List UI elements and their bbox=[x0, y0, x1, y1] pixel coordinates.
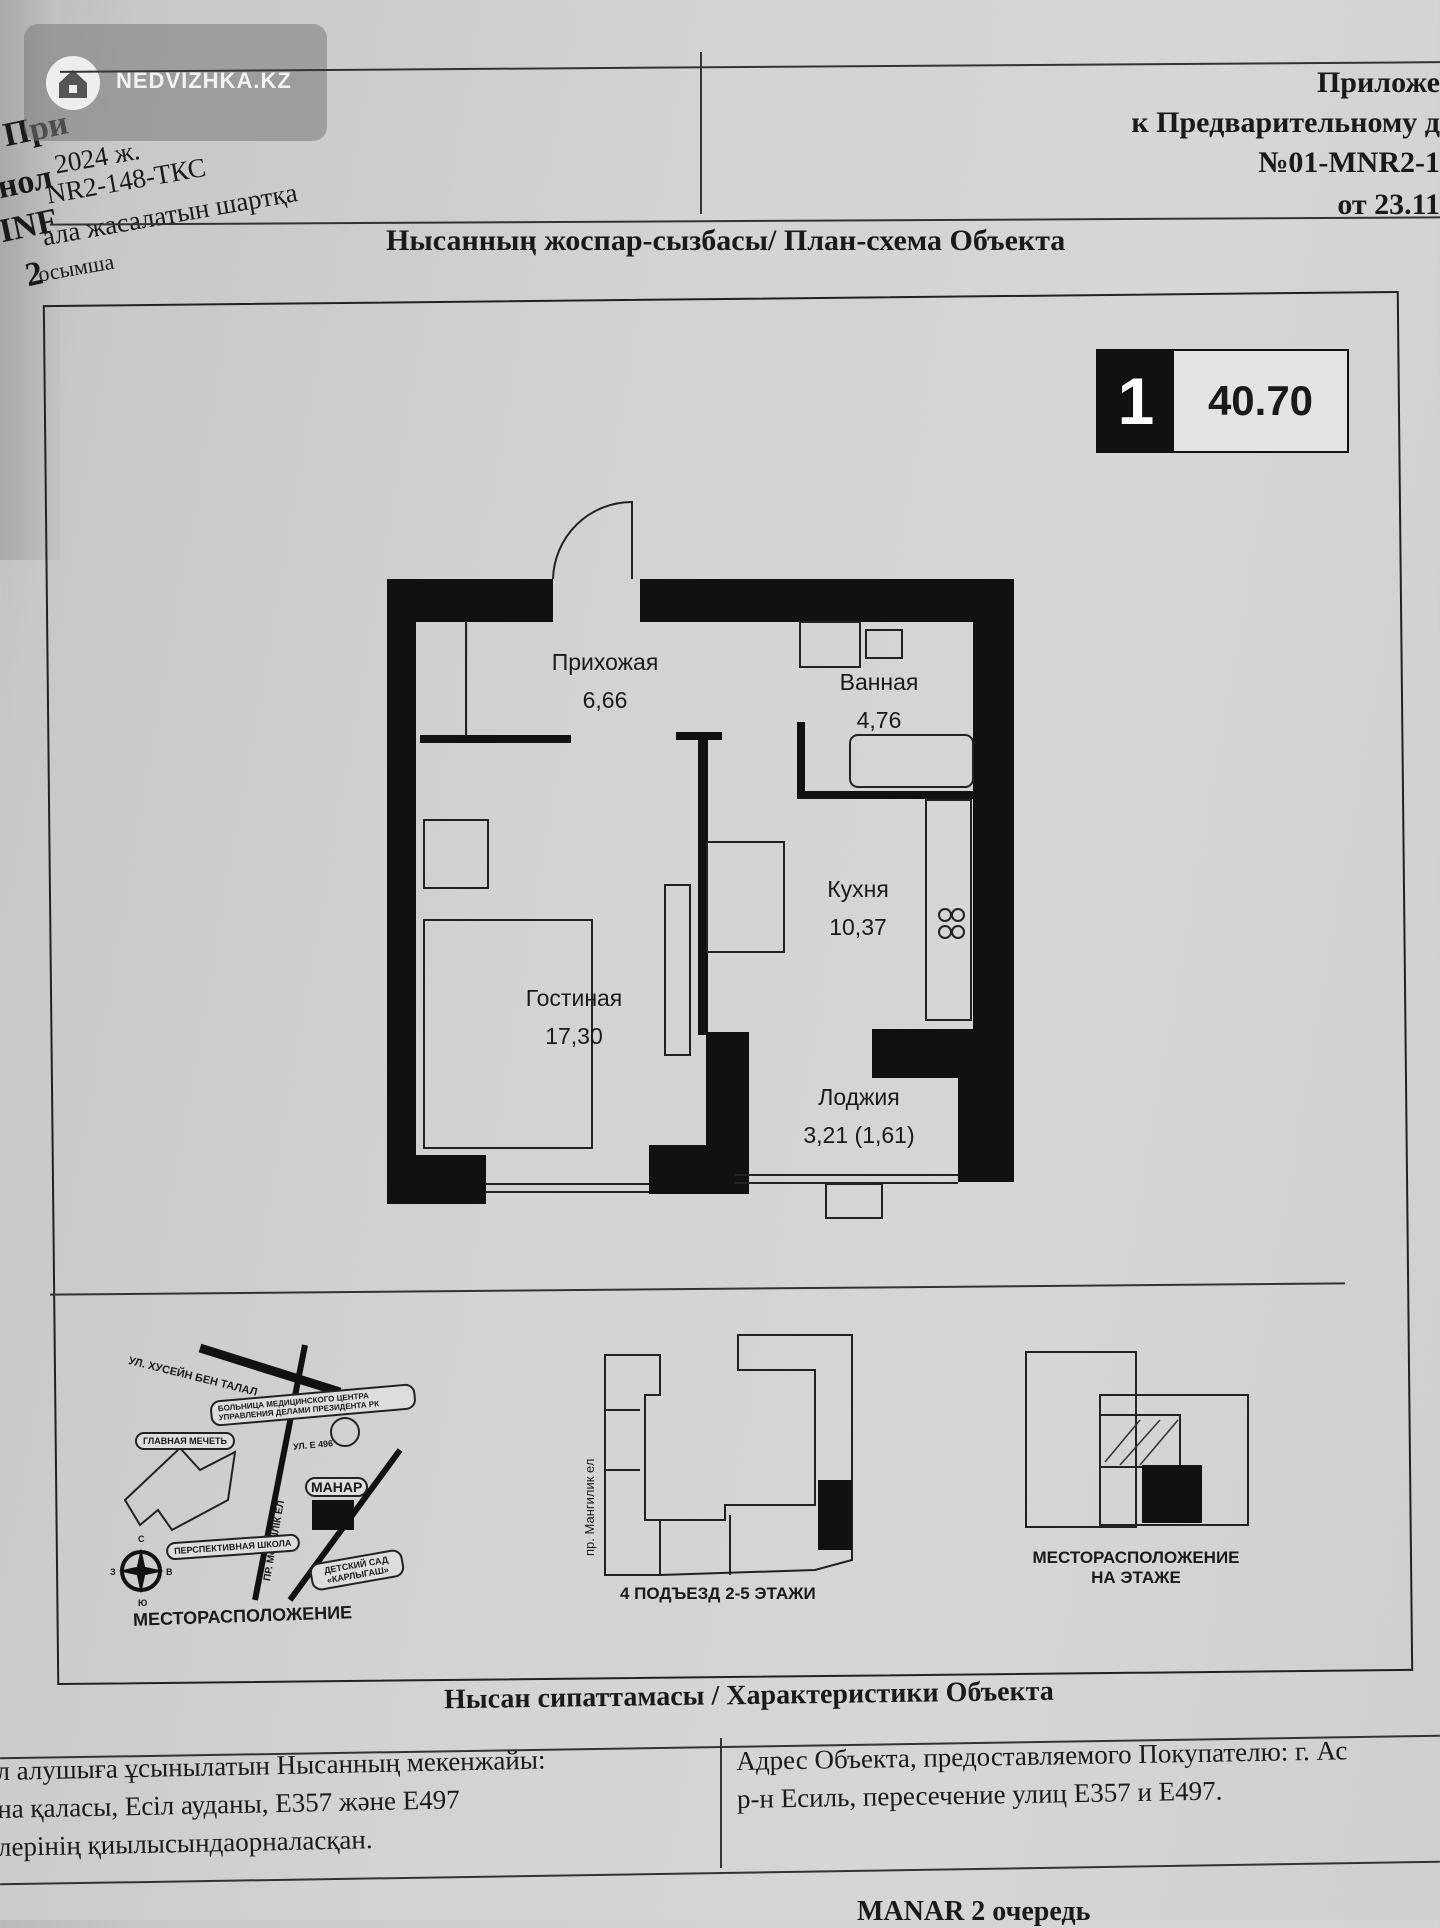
residential-complex-name: MANAR 2 очередь bbox=[857, 1896, 1090, 1928]
table-divider bbox=[720, 1738, 722, 1868]
compass-east: В bbox=[166, 1567, 173, 1577]
compass-west: З bbox=[110, 1567, 116, 1577]
address-kz: л алушыға ұсынылатын Нысанның мекенжайы:… bbox=[0, 1741, 547, 1866]
compass-icon bbox=[118, 1548, 164, 1594]
compass-north: С bbox=[138, 1534, 145, 1544]
entrance-floors-caption: 4 ПОДЪЕЗД 2-5 ЭТАЖИ bbox=[620, 1584, 816, 1604]
address-ru: Адрес Объекта, предоставляемого Покупате… bbox=[736, 1731, 1348, 1818]
mosque-label: ГЛАВНАЯ МЕЧЕТЬ bbox=[135, 1432, 235, 1450]
compass-south: Ю bbox=[138, 1598, 147, 1608]
building-avenue-label: пр. Мангилик ел bbox=[582, 1459, 597, 1556]
complex-label: МАНАР bbox=[305, 1477, 368, 1497]
